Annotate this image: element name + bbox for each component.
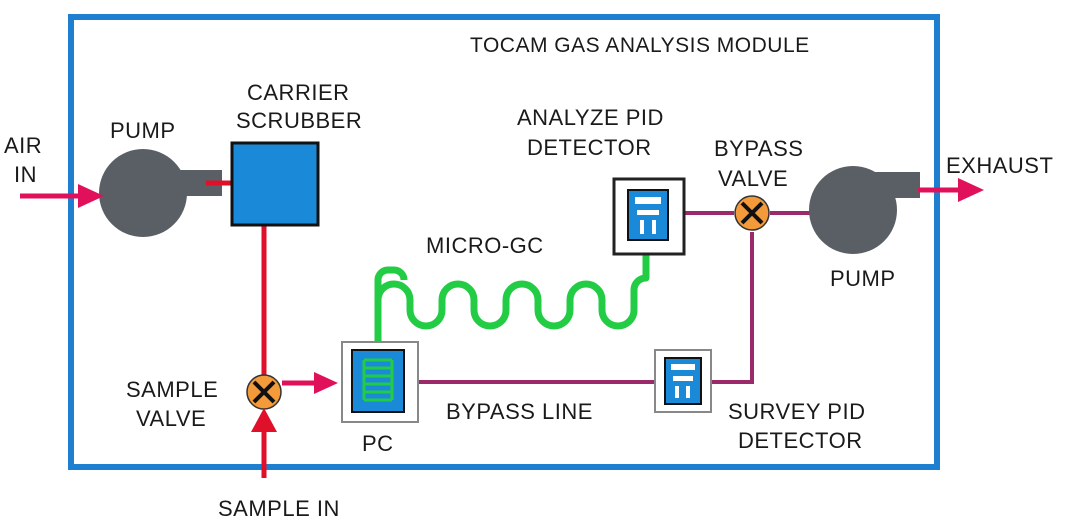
- carrier-scrubber-label-line2: SCRUBBER: [236, 108, 362, 133]
- air-in-label-line2: IN: [14, 162, 37, 187]
- pump-right-icon: [809, 166, 920, 254]
- survey-pid-detector: [654, 349, 712, 413]
- bypass-line-label: BYPASS LINE: [446, 399, 593, 424]
- survey-pid-label-line2: DETECTOR: [738, 428, 863, 453]
- survey-pid-label-line1: SURVEY PID: [728, 399, 865, 424]
- module-title: TOCAM GAS ANALYSIS MODULE: [470, 34, 810, 57]
- pc-box: [341, 341, 419, 423]
- pc-label: PC: [362, 431, 394, 456]
- exhaust-label: EXHAUST: [946, 153, 1053, 178]
- analyze-pid-detector: [612, 177, 686, 256]
- pump-left-icon: [99, 149, 222, 237]
- analyze-pid-label-line2: DETECTOR: [527, 135, 652, 160]
- survey-to-bypass-valve-line: [711, 232, 754, 384]
- air-in-arrow: [20, 184, 104, 208]
- analyze-pid-label-line1: ANALYZE PID: [517, 105, 664, 130]
- valve-to-pc-arrow: [282, 372, 338, 394]
- micro-gc-coil-start: [374, 266, 408, 300]
- bypass-valve-label-line2: VALVE: [718, 166, 788, 191]
- micro-gc-coil: [374, 250, 650, 345]
- sample-valve-label-line1: SAMPLE: [126, 377, 218, 402]
- micro-gc-label: MICRO-GC: [426, 233, 544, 258]
- carrier-scrubber-label-line1: CARRIER: [247, 80, 350, 105]
- sample-valve-icon: [246, 374, 282, 410]
- pump-left-label: PUMP: [110, 118, 176, 143]
- module-border: [68, 14, 940, 470]
- bypass-valve-icon: [734, 195, 770, 231]
- exhaust-arrow: [918, 178, 984, 202]
- bypass-valve-label-line1: BYPASS: [714, 136, 803, 161]
- sample-in-arrow: [251, 408, 277, 478]
- carrier-scrubber-box: [230, 141, 320, 227]
- sample-valve-label-line2: VALVE: [136, 406, 206, 431]
- air-in-label-line1: AIR: [4, 133, 42, 158]
- sample-in-label: SAMPLE IN: [218, 496, 340, 521]
- pump-right-label: PUMP: [830, 266, 896, 291]
